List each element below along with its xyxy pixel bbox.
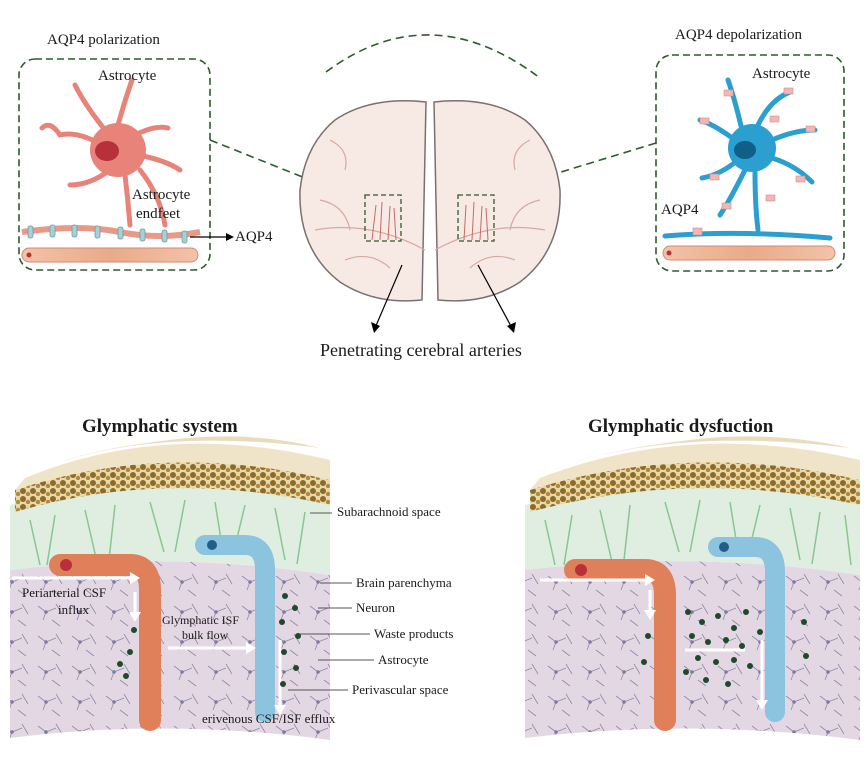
glymphatic-system-block	[10, 436, 374, 740]
efflux-label: erivenous CSF/ISF efflux	[202, 711, 336, 726]
astrocyte-bottom-label: Astrocyte	[378, 652, 429, 667]
parenchyma-label: Brain parenchyma	[356, 575, 452, 590]
depolarization-panel	[655, 54, 845, 272]
glymphatic-dysfunction-title: Glymphatic dysfuction	[588, 416, 774, 437]
glymphatic-system-title: Glymphatic system	[82, 416, 238, 437]
neuron-label: Neuron	[356, 600, 395, 615]
glymphatic-dysfunction-block	[525, 436, 860, 740]
aqp4-label-polarized: AQP4	[235, 229, 273, 245]
aqp4-label-depolarized: AQP4	[661, 202, 699, 218]
perivascular-label: Perivascular space	[352, 682, 449, 697]
influx-label-line2: influx	[58, 602, 90, 617]
influx-label-line1: Periarterial CSF	[22, 585, 107, 600]
arteries-label: Penetrating cerebral arteries	[320, 340, 522, 360]
bulk-flow-label-line2: bulk flow	[182, 628, 229, 642]
waste-label: Waste products	[374, 626, 454, 641]
endfeet-label-line2: endfeet	[136, 206, 181, 222]
brain-cross-section	[209, 34, 657, 333]
subarachnoid-label: Subarachnoid space	[337, 504, 441, 519]
depolarized-astrocyte-label: Astrocyte	[752, 66, 811, 82]
polarization-panel	[18, 58, 234, 271]
polarized-astrocyte-label: Astrocyte	[98, 68, 157, 84]
bulk-flow-label-line1: Glymphatic ISF	[162, 613, 239, 627]
polarization-title: AQP4 polarization	[47, 32, 160, 48]
depolarization-title: AQP4 depolarization	[675, 27, 803, 43]
endfeet-label-line1: Astrocyte	[132, 187, 191, 203]
